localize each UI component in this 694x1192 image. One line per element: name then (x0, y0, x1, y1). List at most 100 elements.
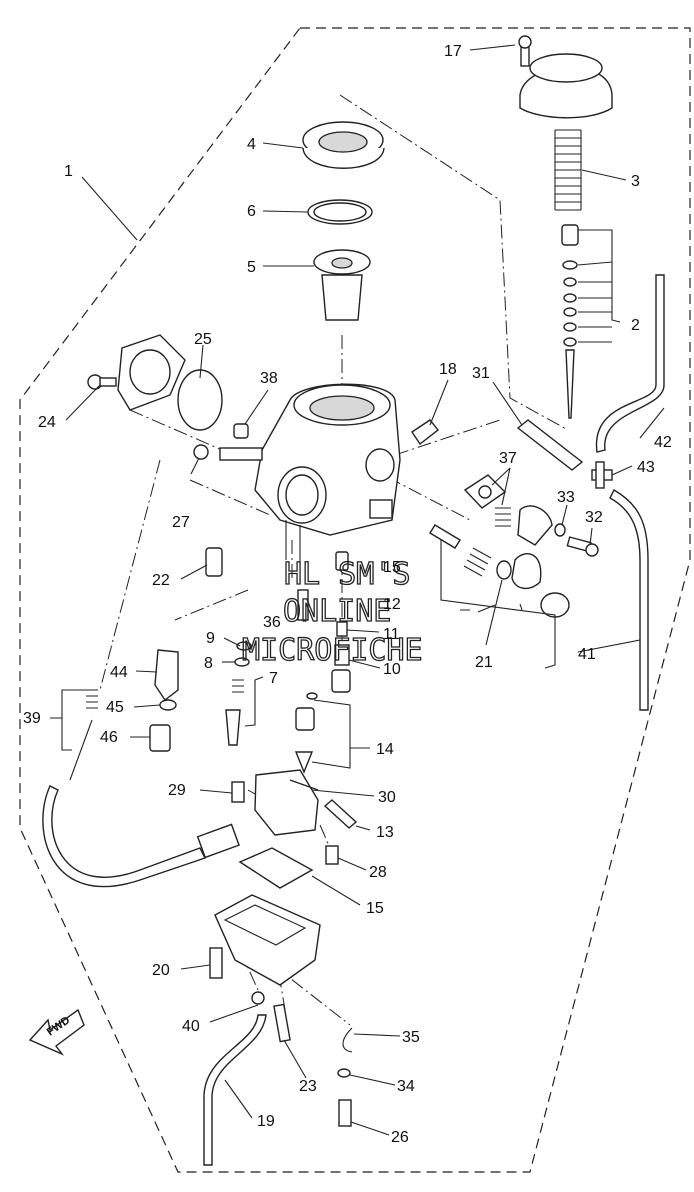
part-19-drain-hose (203, 1014, 267, 1166)
part-32-screw (566, 536, 599, 557)
callout-13: 13 (376, 824, 394, 841)
part-23-drain-screw (273, 1003, 291, 1043)
watermark-line-3: MICROFICHE (242, 633, 423, 668)
part-9-o-ring (236, 641, 252, 651)
callout-42: 42 (654, 434, 672, 451)
part-42-hose (595, 274, 665, 453)
part-33-washer (554, 523, 566, 537)
callout-36: 36 (263, 614, 281, 631)
callout-21: 21 (475, 654, 493, 671)
callout-26: 26 (391, 1129, 409, 1146)
callout-15: 15 (366, 900, 384, 917)
part-15-gasket (238, 847, 314, 889)
part-34-washer (337, 1068, 351, 1078)
callout-9: 9 (206, 630, 215, 647)
callout-20: 20 (152, 962, 170, 979)
part-25-gasket (117, 334, 223, 431)
callout-15-watermark: 15 (383, 559, 401, 576)
part-28-screw (325, 845, 339, 865)
part-31-tube (516, 419, 584, 471)
part-41-hose (609, 489, 649, 711)
part-44-bracket (154, 649, 179, 702)
part-37-cover-plate (463, 474, 511, 527)
part-4-diaphragm (302, 121, 385, 169)
callout-6: 6 (247, 203, 256, 220)
callout-45: 45 (106, 699, 124, 716)
callout-8: 8 (204, 655, 213, 672)
part-35-clip (342, 1027, 353, 1053)
callout-33: 33 (557, 489, 575, 506)
float-bowl (214, 894, 321, 986)
part-29-screw (231, 781, 245, 803)
callout-23: 23 (299, 1078, 317, 1095)
callout-41: 41 (578, 646, 596, 663)
callout-10: 10 (383, 661, 401, 678)
part-30-float (254, 769, 319, 836)
part-39-throttle-cable (42, 689, 240, 888)
part-27-nut (193, 444, 209, 460)
callout-39: 39 (23, 710, 41, 727)
part-46-nut (149, 724, 171, 752)
callout-46: 46 (100, 729, 118, 746)
part-36-jet (297, 589, 309, 621)
callout-40: 40 (182, 1018, 200, 1035)
forward-direction-arrow: FWD (28, 1008, 85, 1056)
callout-14: 14 (376, 741, 394, 758)
callout-11: 11 (383, 626, 400, 643)
callout-7: 7 (269, 670, 278, 687)
callout-12: 12 (383, 596, 401, 613)
leader-lines (50, 44, 665, 1136)
part-17-screw (518, 35, 532, 67)
callout-3: 3 (631, 173, 640, 190)
callout-32: 32 (585, 509, 603, 526)
part-21-plunger-set (429, 505, 570, 618)
part-40-clamp (251, 991, 265, 1005)
watermark: HL SM'S ONLINE MICROFICHE (241, 556, 423, 668)
callout-31: 31 (472, 365, 490, 382)
watermark-line-2: ONLINE (283, 594, 391, 629)
part-13-pin (323, 799, 358, 829)
part-18-fitting (411, 419, 439, 446)
watermark-line-1: HL SM'S (284, 557, 410, 592)
callout-24: 24 (38, 414, 56, 431)
callout-19: 19 (257, 1113, 275, 1130)
callout-22: 22 (152, 572, 170, 589)
part-22-plug (205, 547, 223, 577)
part-20-screw (209, 947, 223, 979)
part-10-jet (334, 644, 350, 666)
assembly-boundary (19, 27, 691, 1173)
part-5-piston (313, 249, 371, 321)
part-14-float-valve (294, 669, 351, 774)
part-43-tee-fitting (591, 461, 613, 489)
part-6-o-ring (307, 199, 373, 225)
callout-34: 34 (397, 1078, 415, 1095)
part-24-bolt (87, 374, 117, 390)
part-2-jet-needle-set (561, 224, 579, 419)
callout-5: 5 (247, 259, 256, 276)
callout-18: 18 (439, 361, 457, 378)
part-45-o-ring (159, 699, 177, 711)
carburetor-body (219, 383, 401, 565)
callout-44: 44 (110, 664, 128, 681)
part-12-jet (335, 551, 349, 571)
callout-17: 17 (444, 43, 462, 60)
part-26-screw (338, 1099, 352, 1127)
part-11-jet (336, 621, 348, 637)
callout-1: 1 (64, 163, 73, 180)
callout-38: 38 (260, 370, 278, 387)
callout-27: 27 (172, 514, 190, 531)
callout-43: 43 (637, 459, 655, 476)
callout-37: 37 (499, 450, 517, 467)
part-7-needle-jet (225, 679, 244, 746)
callout-4: 4 (247, 136, 256, 153)
callout-35: 35 (402, 1029, 420, 1046)
callout-28: 28 (369, 864, 387, 881)
callout-25: 25 (194, 331, 212, 348)
callout-labels: 1 2 3 4 5 6 7 8 9 10 11 12 13 14 15 17 1… (23, 43, 672, 1146)
callout-30: 30 (378, 789, 396, 806)
part-3-spring-and-cover (519, 53, 613, 211)
part-38-cap (233, 423, 249, 439)
callout-29: 29 (168, 782, 186, 799)
